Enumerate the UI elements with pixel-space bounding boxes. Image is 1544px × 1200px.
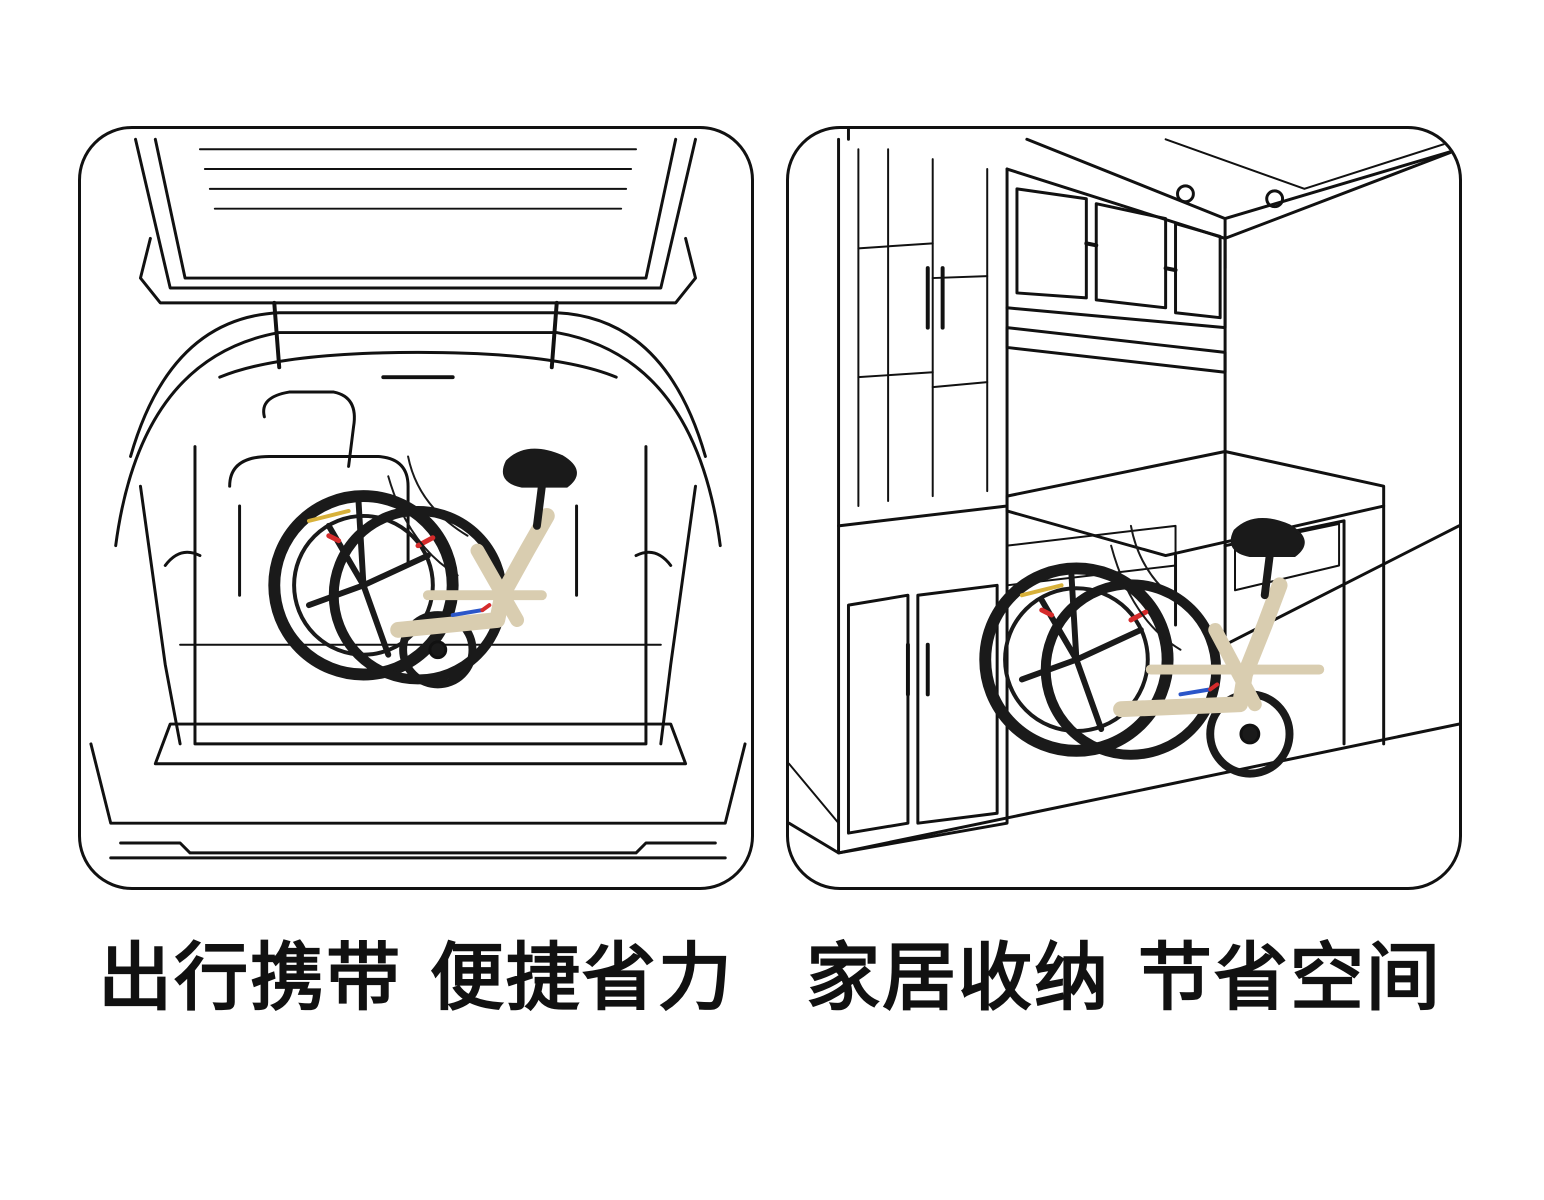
home-storage-illustration bbox=[789, 129, 1459, 855]
home-storage-panel bbox=[786, 126, 1462, 890]
folded-bike-left bbox=[268, 448, 577, 689]
car-trunk-illustration bbox=[89, 137, 747, 860]
folded-bike-right bbox=[979, 518, 1325, 778]
caption-home-storage: 家居收纳 节省空间 bbox=[806, 935, 1442, 1021]
caption-travel: 出行携带 便捷省力 bbox=[98, 935, 734, 1021]
car-trunk-panel bbox=[78, 126, 754, 890]
